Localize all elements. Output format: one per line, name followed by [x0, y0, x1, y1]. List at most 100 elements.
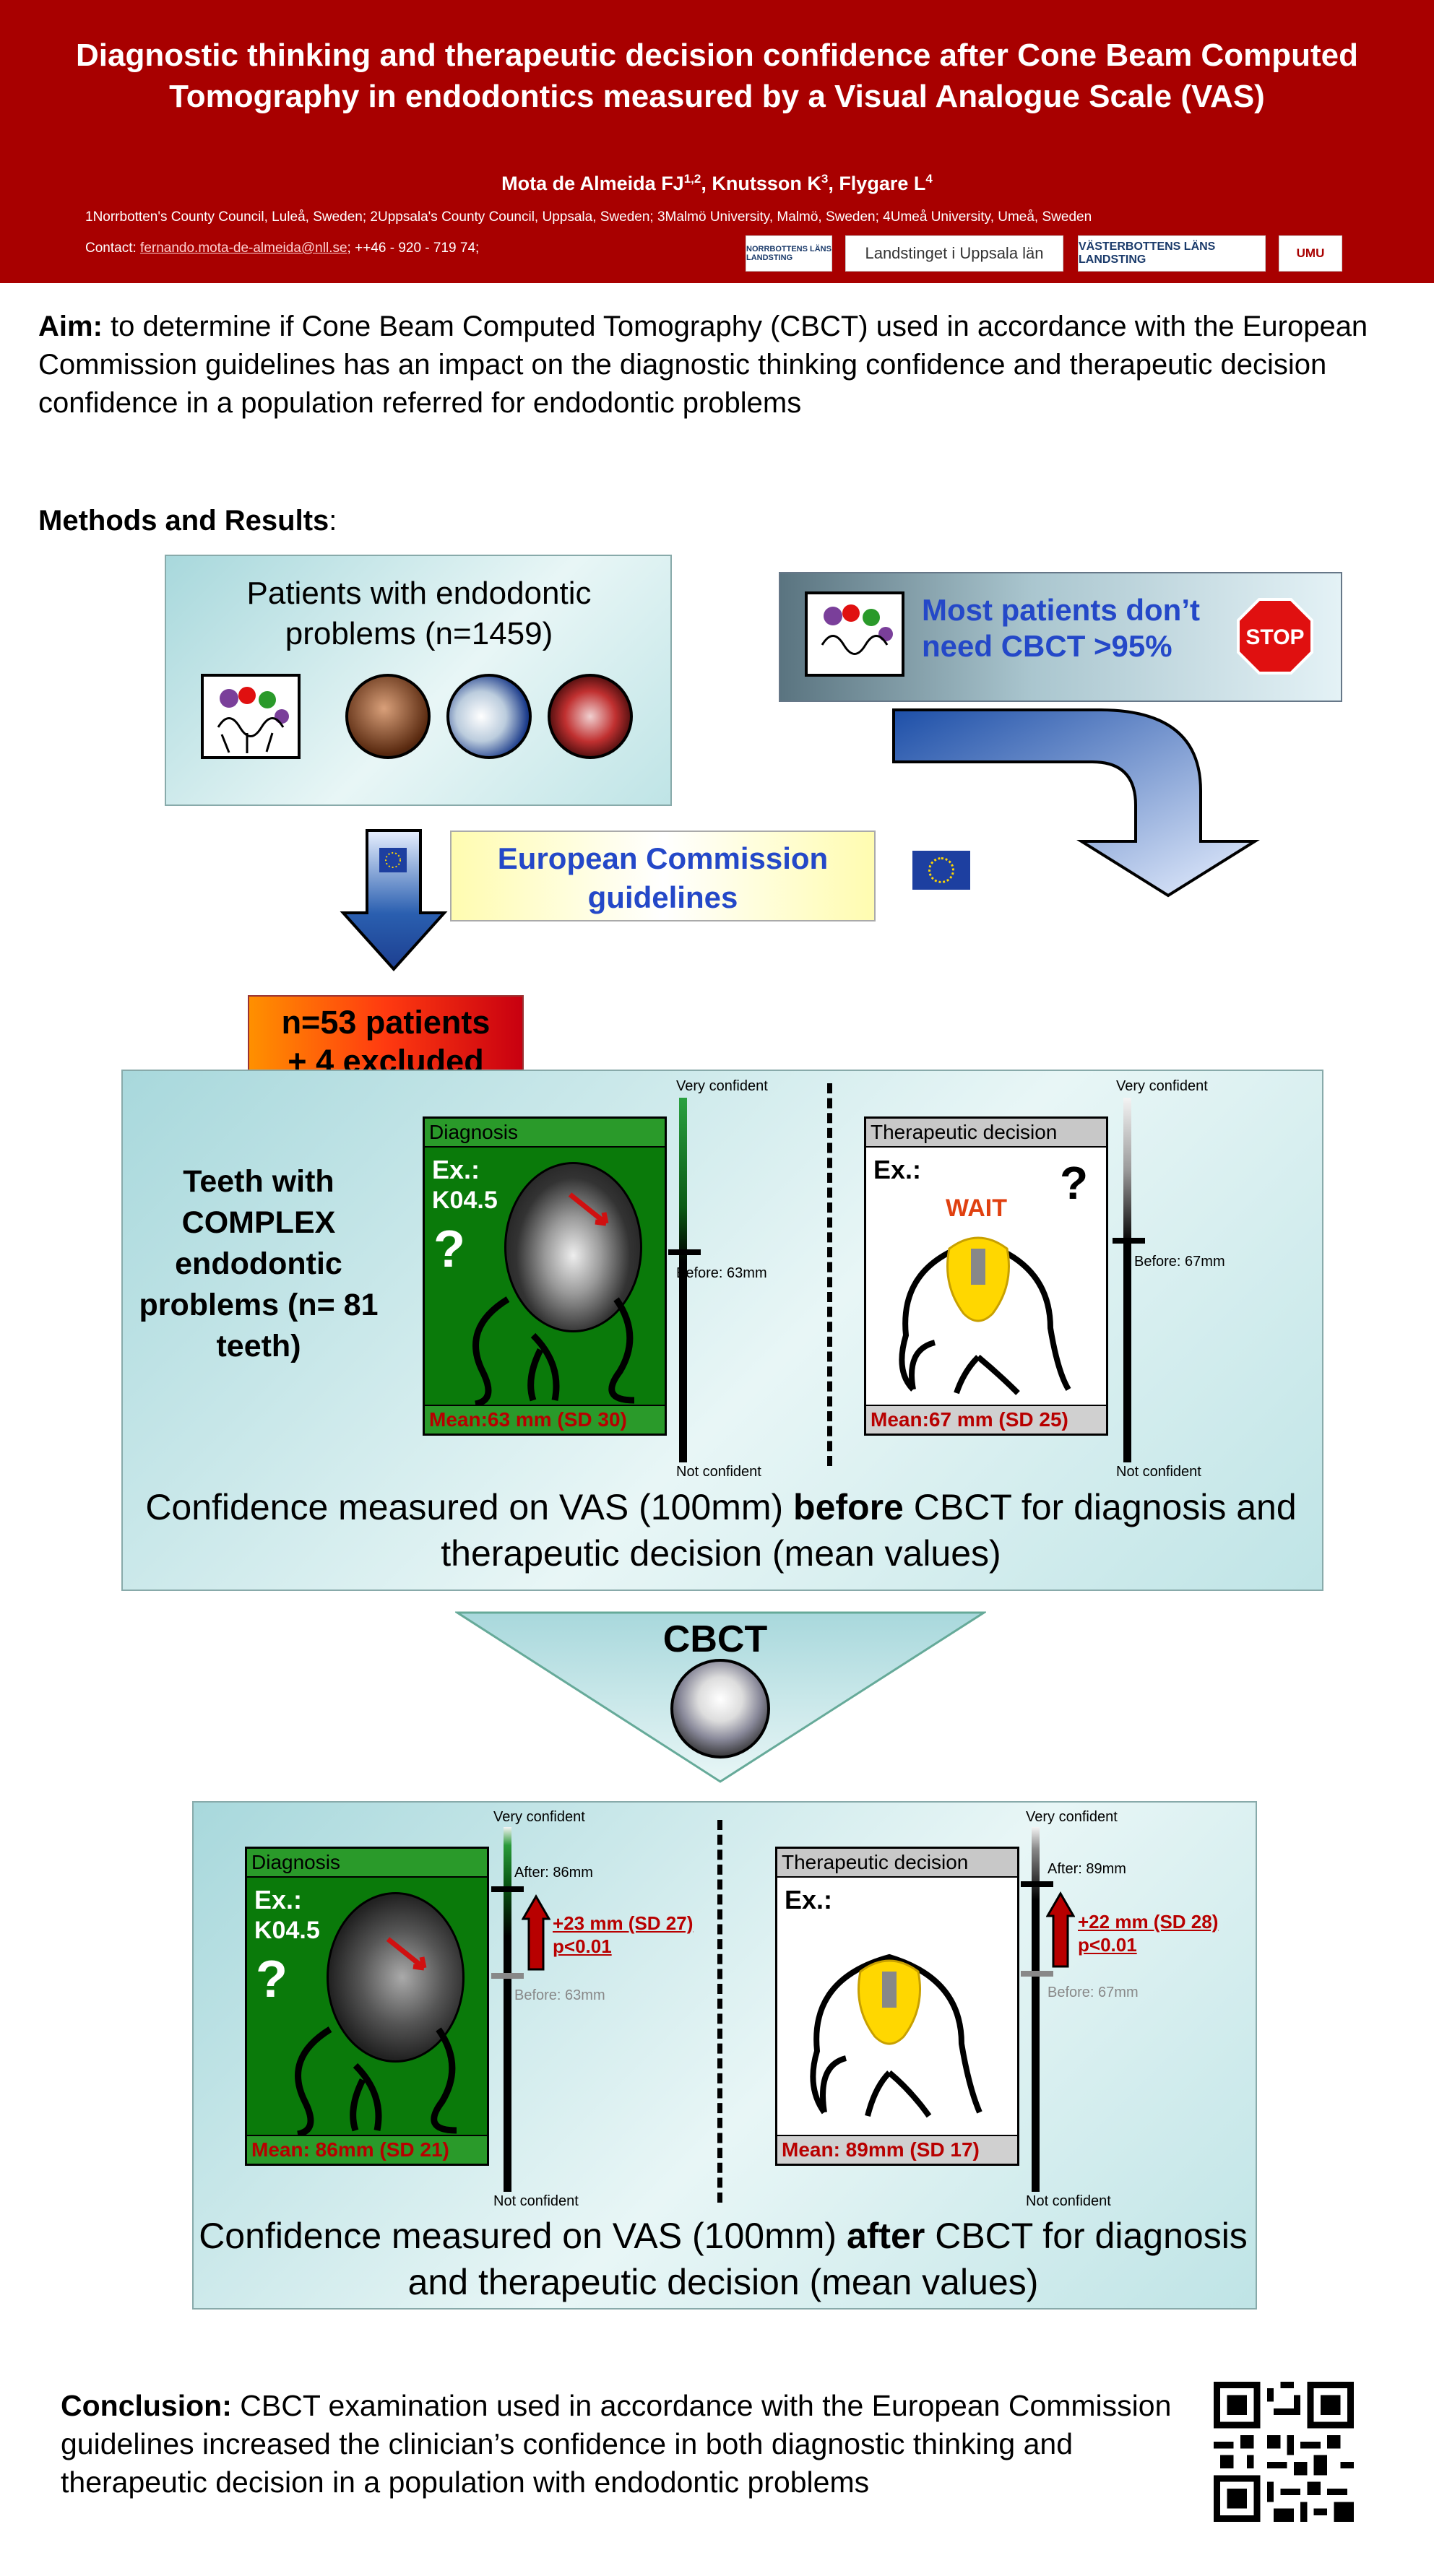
qr-code-icon[interactable]	[1214, 2382, 1354, 2522]
diag-question-after: ?	[256, 1951, 288, 2008]
umea-logo: UMU	[1279, 235, 1342, 272]
therapeutic-header: Therapeutic decision	[866, 1119, 1106, 1148]
cbct-machine-photo	[670, 1659, 770, 1758]
diagnosis-header: Diagnosis	[425, 1119, 665, 1148]
vas-before-67: Before: 67mm	[1134, 1254, 1225, 1270]
ther-mean: Mean:67 mm (SD 25)	[866, 1405, 1106, 1434]
eu-flag-icon	[912, 851, 970, 890]
vas-marker-after	[491, 1886, 524, 1892]
conclusion-paragraph: Conclusion: CBCT examination used in acc…	[61, 2387, 1217, 2502]
vas-marker-before	[668, 1249, 701, 1255]
authors: Mota de Almeida FJ1,2, Knutsson K3, Flyg…	[501, 172, 933, 194]
ec-guidelines-box: European Commission guidelines	[450, 831, 876, 921]
tooth-outline-after	[295, 2026, 457, 2138]
xray-image-after	[327, 1892, 465, 2063]
ther-ex-label: Ex.:	[873, 1155, 922, 1184]
vas-very-confident: Very confident	[676, 1078, 768, 1094]
tooth-outline	[472, 1296, 635, 1408]
vas-marker-before-2	[1113, 1238, 1145, 1244]
stop-sign-icon: STOP	[1237, 598, 1313, 675]
after-caption-post: CBCT for diagnosis and therapeutic decis…	[407, 2216, 1248, 2302]
increase-arrow-2	[1046, 1891, 1075, 1968]
conclusion-text: CBCT examination used in accordance with…	[61, 2389, 1172, 2499]
methods-label: Methods and Results	[38, 505, 329, 537]
diag-code-after: K04.5	[254, 1917, 320, 1944]
most-patients-text: Most patients don’t need CBCT >95%	[922, 593, 1200, 663]
contact-label: Contact:	[85, 240, 137, 256]
diag-mean: Mean:63 mm (SD 30)	[425, 1405, 665, 1434]
before-caption: Confidence measured on VAS (100mm) befor…	[121, 1484, 1321, 1577]
before-diagnosis-panel: Diagnosis Ex.: K04.5 ? Mean:63 mm (SD 30…	[423, 1116, 667, 1436]
n53-text: n=53 patients	[281, 1004, 491, 1041]
vas-bar-diagnosis-after	[504, 1827, 511, 2192]
most-patients-box: Most patients don’t need CBCT >95% STOP	[779, 572, 1342, 702]
cbct-label: CBCT	[662, 1618, 768, 1660]
vas-very-confident-after-2: Very confident	[1026, 1809, 1118, 1825]
vas-marker-before-faded	[491, 1973, 524, 1979]
contact-phone: ; ++46 - 920 - 719 74;	[347, 240, 480, 256]
eu-flag-icon	[379, 848, 407, 872]
vas-bar-therapeutic	[1123, 1098, 1131, 1462]
down-arrow	[340, 829, 448, 971]
vasterbotten-logo: VÄSTERBOTTENS LÄNS LANDSTING	[1078, 235, 1266, 272]
methods-colon: :	[329, 505, 337, 537]
divider	[827, 1083, 832, 1466]
diag-ex-label-after: Ex.:	[254, 1885, 303, 1914]
diag-p-value: p<0.01	[553, 1935, 612, 1957]
before-caption-pre: Confidence measured on VAS (100mm)	[145, 1487, 794, 1527]
aim-paragraph: Aim: to determine if Cone Beam Computed …	[38, 308, 1396, 422]
teeth-complex-text: Teeth with COMPLEX endodontic problems (…	[139, 1164, 379, 1363]
patient-photo-3	[548, 674, 633, 759]
vas-very-confident-2: Very confident	[1116, 1078, 1208, 1094]
ther-ex-label-after: Ex.:	[785, 1885, 833, 1914]
vas-not-confident-after-2: Not confident	[1026, 2193, 1111, 2209]
vas-bar-therapeutic-after	[1032, 1827, 1040, 2192]
diag-mean-after: Mean: 86mm (SD 21)	[247, 2135, 487, 2164]
before-caption-bold: before	[793, 1487, 904, 1527]
ec-guidelines-text: European Commission guidelines	[497, 841, 829, 914]
diagnosis-header-after: Diagnosis	[247, 1849, 487, 1878]
curved-arrow-right	[892, 708, 1260, 898]
vas-before-faded-2: Before: 67mm	[1048, 1985, 1139, 2000]
patients-box: Patients with endodontic problems (n=145…	[165, 555, 672, 806]
vas-marker-before-faded-2	[1021, 1971, 1053, 1977]
norrbotten-logo: NORRBOTTENS LÄNS LANDSTING	[746, 235, 832, 272]
diag-ex-label: Ex.:	[432, 1155, 480, 1184]
uppsala-logo: Landstinget i Uppsala län	[845, 235, 1063, 272]
ther-mean-after: Mean: 89mm (SD 17)	[777, 2135, 1017, 2164]
vas-marker-after-2	[1021, 1881, 1053, 1887]
diag-code: K04.5	[432, 1187, 498, 1214]
divider-after	[717, 1820, 722, 2203]
tooth-icon	[810, 1953, 982, 2118]
vas-bar-diagnosis	[679, 1098, 687, 1462]
vas-before-63: Before: 63mm	[676, 1265, 767, 1281]
after-therapeutic-panel: Therapeutic decision Ex.: Mean: 89mm (SD…	[775, 1847, 1019, 2166]
vas-not-confident: Not confident	[676, 1464, 761, 1480]
poster-title: Diagnostic thinking and therapeutic deci…	[76, 38, 1358, 114]
stop-text: STOP	[1245, 625, 1304, 649]
after-caption-bold: after	[846, 2216, 925, 2256]
pointer-arrow-after	[386, 1937, 427, 1971]
after-diagnosis-panel: Diagnosis Ex.: K04.5 ? Mean: 86mm (SD 21…	[245, 1847, 489, 2166]
patient-photo-2	[446, 674, 532, 759]
increase-arrow	[522, 1894, 550, 1971]
aim-label: Aim:	[38, 311, 103, 342]
patients-illustration-2	[805, 591, 904, 677]
after-caption: Confidence measured on VAS (100mm) after…	[192, 2213, 1254, 2305]
aim-text: to determine if Cone Beam Computed Tomog…	[38, 311, 1368, 419]
vas-before-faded: Before: 63mm	[514, 1987, 605, 2003]
wait-text: WAIT	[946, 1194, 1007, 1222]
before-caption-post: CBCT for diagnosis and therapeutic decis…	[441, 1487, 1297, 1574]
contact-email-link[interactable]: fernando.mota-de-almeida@nll.se	[140, 240, 347, 256]
conclusion-label: Conclusion:	[61, 2389, 232, 2422]
vas-after-89: After: 89mm	[1048, 1861, 1126, 1877]
before-therapeutic-panel: Therapeutic decision Ex.: WAIT ? Mean:67…	[864, 1116, 1108, 1436]
vas-after-86: After: 86mm	[514, 1865, 593, 1881]
poster-header: Diagnostic thinking and therapeutic deci…	[0, 0, 1434, 283]
ther-p-value: p<0.01	[1078, 1934, 1137, 1956]
pointer-arrow	[568, 1192, 609, 1226]
vas-very-confident-after: Very confident	[493, 1809, 585, 1825]
therapeutic-header-after: Therapeutic decision	[777, 1849, 1017, 1878]
ther-diff: +22 mm (SD 28)	[1078, 1911, 1219, 1933]
ther-question: ?	[1060, 1157, 1089, 1209]
